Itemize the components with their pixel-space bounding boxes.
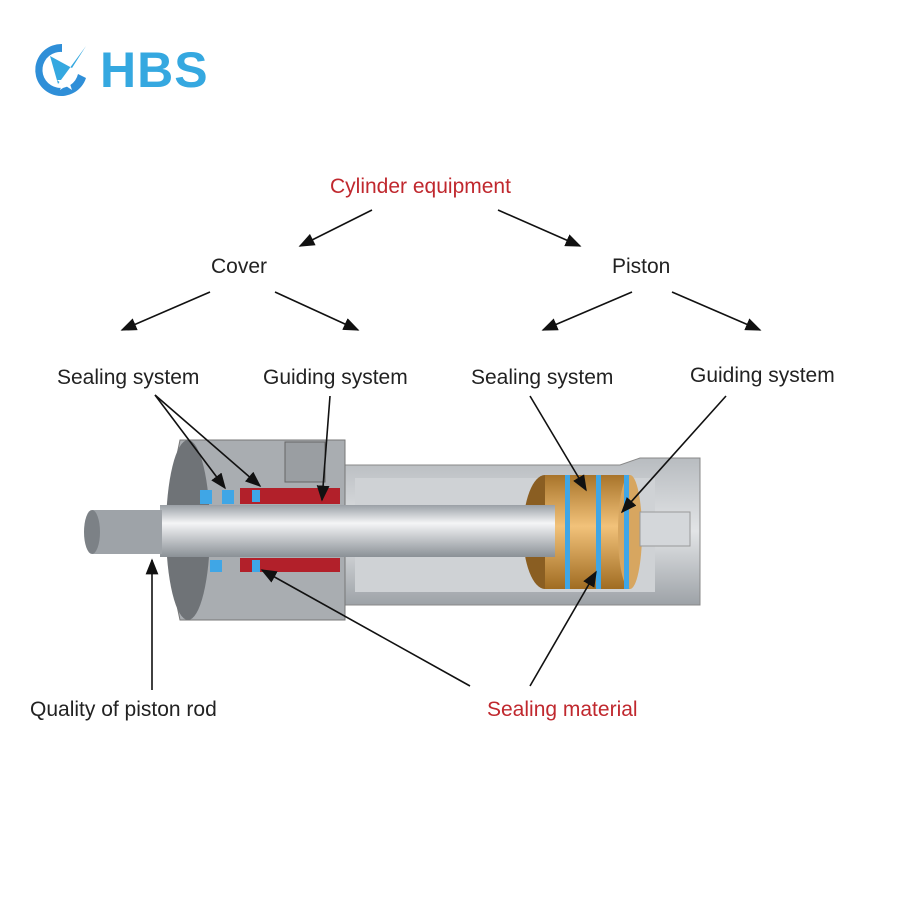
cover-sealing-system-label: Sealing system: [57, 366, 200, 389]
cover-guiding-system-label: Guiding system: [263, 366, 408, 389]
hbs-logo: HBS: [28, 38, 209, 102]
arrows: [120, 209, 762, 690]
piston-guiding-system-label: Guiding system: [690, 364, 835, 387]
logo-text: HBS: [100, 42, 209, 98]
logo-swoosh-icon: [35, 43, 86, 96]
sealing-material-label: Sealing material: [487, 698, 638, 721]
root-label: Cylinder equipment: [330, 175, 511, 198]
piston-label: Piston: [612, 255, 671, 278]
cover-label: Cover: [211, 255, 268, 278]
piston-sealing-system-label: Sealing system: [471, 366, 614, 389]
piston-rod-quality-label: Quality of piston rod: [30, 698, 217, 721]
piston-rod: [84, 505, 555, 557]
